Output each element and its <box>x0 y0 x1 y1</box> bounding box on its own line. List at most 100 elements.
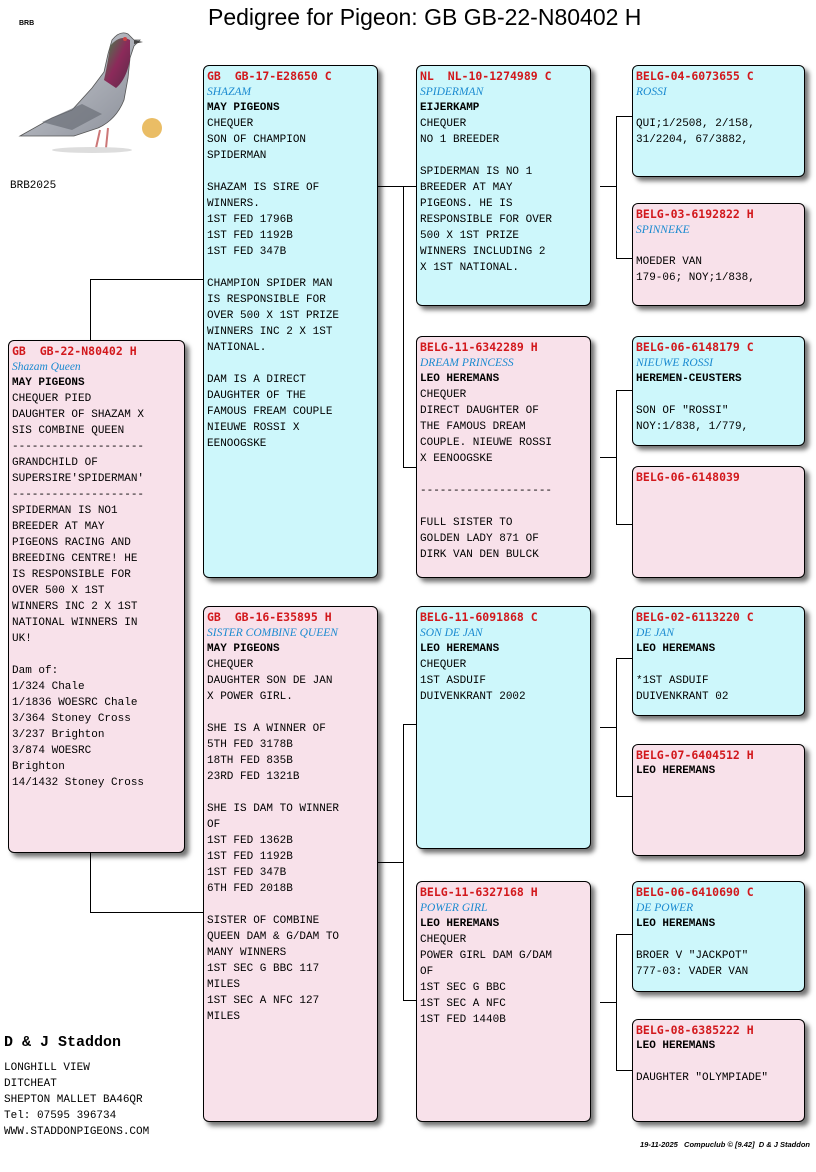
pigeon-name: DREAM PRINCESS <box>420 357 514 369</box>
pigeon-name: SHAZAM <box>207 86 252 98</box>
owner: MAY PIGEONS <box>207 102 280 114</box>
owner: LEO HEREMANS <box>636 1040 716 1052</box>
ring-number: BELG-03-6192822 H <box>636 207 754 221</box>
notes: CHEQUER PIED DAUGHTER OF SHAZAM X SIS CO… <box>12 393 145 789</box>
connector-line <box>616 658 632 659</box>
connector-line <box>600 1002 616 1003</box>
ring-number: BELG-08-6385222 H <box>636 1023 754 1037</box>
breeder-address: LONGHILL VIEW DITCHEAT SHEPTON MALLET BA… <box>4 1062 150 1138</box>
owner: MAY PIGEONS <box>207 643 280 655</box>
connector-line <box>90 852 91 912</box>
owner: LEO HEREMANS <box>420 918 500 930</box>
dam-dam-dam-card[interactable]: BELG-08-6385222 H LEO HEREMANS DAUGHTER … <box>632 1019 805 1122</box>
pigeon-name: Shazam Queen <box>12 361 81 373</box>
print-credit: 19-11-2025 Compuclub © [9.42] D & J Stad… <box>639 1140 810 1149</box>
notes: *1ST ASDUIF DUIVENKRANT 02 <box>636 675 729 703</box>
sire-dam-dam-card[interactable]: BELG-06-6148039 <box>632 466 805 578</box>
owner: LEO HEREMANS <box>420 643 500 655</box>
dam-sire-dam-card[interactable]: BELG-07-6404512 H LEO HEREMANS <box>632 744 805 856</box>
pigeon-name: SPINNEKE <box>636 224 690 236</box>
pigeon-name: NIEUWE ROSSI <box>636 357 713 369</box>
sire-dam-sire-card[interactable]: BELG-06-6148179 C NIEUWE ROSSI HEREMEN-C… <box>632 336 805 446</box>
notes: CHEQUER POWER GIRL DAM G/DAM OF 1ST SEC … <box>420 934 553 1026</box>
ring-number: BELG-06-6410690 C <box>636 885 754 899</box>
sire-sire-sire-card[interactable]: BELG-04-6073655 C ROSSI QUI;1/2508, 2/15… <box>632 65 805 177</box>
pigeon-name: SISTER COMBINE QUEEN <box>207 627 338 639</box>
connector-line <box>403 186 417 187</box>
connector-line <box>403 724 404 1000</box>
connector-line <box>403 467 417 468</box>
connector-line <box>90 279 91 341</box>
connector-line <box>616 934 617 1070</box>
ring-number: BELG-11-6342289 H <box>420 340 538 354</box>
notes: CHEQUER SON OF CHAMPION SPIDERMAN SHAZAM… <box>207 118 340 450</box>
connector-line <box>403 724 417 725</box>
dam-sire-sire-card[interactable]: BELG-02-6113220 C DE JAN LEO HEREMANS *1… <box>632 606 805 716</box>
connector-line <box>616 390 632 391</box>
owner: LEO HEREMANS <box>636 765 716 777</box>
dam-dam-sire-card[interactable]: BELG-06-6410690 C DE POWER LEO HEREMANS … <box>632 881 805 992</box>
owner: EIJERKAMP <box>420 102 480 114</box>
connector-line <box>600 186 616 187</box>
notes: QUI;1/2508, 2/158, 31/2204, 67/3882, <box>636 118 755 146</box>
notes: CHEQUER NO 1 BREEDER SPIDERMAN IS NO 1 B… <box>420 118 553 274</box>
pigeon-name: SPIDERMAN <box>420 86 484 98</box>
ring-number: BELG-02-6113220 C <box>636 610 754 624</box>
connector-line <box>600 457 616 458</box>
dam-dam-card[interactable]: BELG-11-6327168 H POWER GIRL LEO HEREMAN… <box>416 881 591 1122</box>
connector-line <box>403 1000 417 1001</box>
pigeon-photo <box>18 32 162 153</box>
notes: MOEDER VAN 179-06; NOY;1/838, <box>636 256 755 284</box>
connector-line <box>376 862 404 863</box>
notes: DAUGHTER "OLYMPIADE" <box>636 1072 769 1084</box>
ring-number: GB GB-22-N80402 H <box>12 344 137 358</box>
sire-card[interactable]: GB GB-17-E28650 C SHAZAM MAY PIGEONS CHE… <box>203 65 378 578</box>
ring-number: NL NL-10-1274989 C <box>420 69 552 83</box>
connector-line <box>376 186 404 187</box>
bird-code: BRB2025 <box>10 180 57 192</box>
ring-number: BELG-11-6327168 H <box>420 885 538 899</box>
dam-sire-card[interactable]: BELG-11-6091868 C SON DE JAN LEO HEREMAN… <box>416 606 591 849</box>
connector-line <box>616 390 617 524</box>
connector-line <box>90 279 204 280</box>
pigeon-name: DE POWER <box>636 902 694 914</box>
connector-line <box>616 258 632 259</box>
connector-line <box>616 116 632 117</box>
logo-label: BRB <box>19 20 35 27</box>
ring-number: GB GB-16-E35895 H <box>207 610 332 624</box>
owner: HEREMEN-CEUSTERS <box>636 373 742 385</box>
notes: CHEQUER 1ST ASDUIF DUIVENKRANT 2002 <box>420 659 526 703</box>
connector-line <box>616 796 632 797</box>
ring-number: BELG-04-6073655 C <box>636 69 754 83</box>
connector-line <box>616 524 632 525</box>
connector-line <box>616 934 632 935</box>
sire-dam-card[interactable]: BELG-11-6342289 H DREAM PRINCESS LEO HER… <box>416 336 591 578</box>
notes: SON OF "ROSSI" NOY:1/838, 1/779, <box>636 405 749 433</box>
ring-number: GB GB-17-E28650 C <box>207 69 332 83</box>
connector-line <box>90 912 204 913</box>
connector-line <box>403 186 404 467</box>
pigeon-name: POWER GIRL <box>420 902 488 914</box>
notes: CHEQUER DAUGHTER SON DE JAN X POWER GIRL… <box>207 659 340 1023</box>
connector-line <box>616 1070 632 1071</box>
owner: LEO HEREMANS <box>636 918 716 930</box>
ring-number: BELG-07-6404512 H <box>636 748 754 762</box>
ring-number: BELG-06-6148039 <box>636 470 740 484</box>
connector-line <box>616 116 617 258</box>
sire-sire-dam-card[interactable]: BELG-03-6192822 H SPINNEKE MOEDER VAN 17… <box>632 203 805 306</box>
owner: MAY PIGEONS <box>12 377 85 389</box>
pigeon-name: ROSSI <box>636 86 667 98</box>
subject-pigeon-card[interactable]: GB GB-22-N80402 H Shazam Queen MAY PIGEO… <box>8 340 185 853</box>
dam-card[interactable]: GB GB-16-E35895 H SISTER COMBINE QUEEN M… <box>203 606 378 1122</box>
sire-sire-card[interactable]: NL NL-10-1274989 C SPIDERMAN EIJERKAMP C… <box>416 65 591 306</box>
owner: LEO HEREMANS <box>420 373 500 385</box>
ring-number: BELG-06-6148179 C <box>636 340 754 354</box>
connector-line <box>616 658 617 796</box>
notes: BROER V "JACKPOT" 777-03: VADER VAN <box>636 950 749 978</box>
notes: CHEQUER DIRECT DAUGHTER OF THE FAMOUS DR… <box>420 389 553 561</box>
pigeon-name: DE JAN <box>636 627 675 639</box>
ring-number: BELG-11-6091868 C <box>420 610 538 624</box>
page-title: Pedigree for Pigeon: GB GB-22-N80402 H <box>208 4 642 30</box>
owner: LEO HEREMANS <box>636 643 716 655</box>
breeder-name: D & J Staddon <box>4 1034 122 1051</box>
